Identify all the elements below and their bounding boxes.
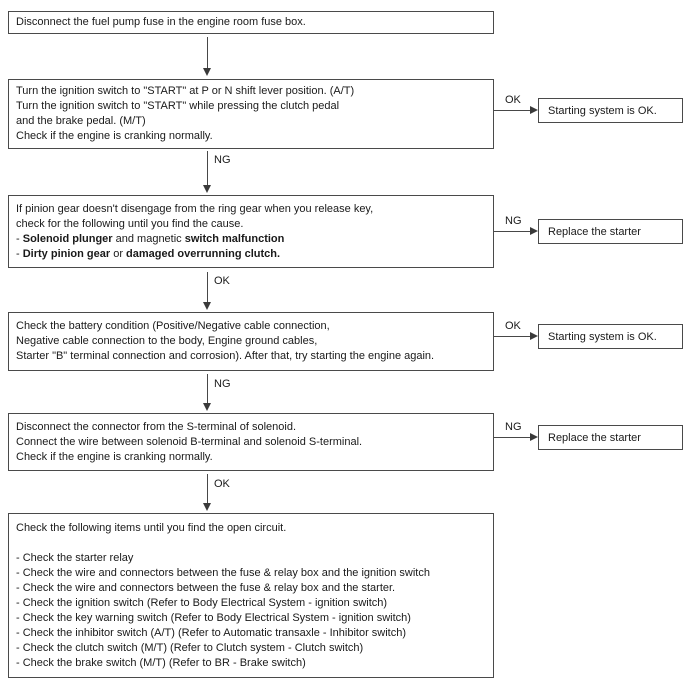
- connector-arrow-line: [494, 231, 530, 232]
- step-line: Check if the engine is cranking normally…: [16, 130, 213, 142]
- check-item: - Check the clutch switch (M/T) (Refer t…: [16, 641, 364, 654]
- connector-arrow-line: [494, 110, 530, 111]
- arrow-down-icon: [203, 185, 211, 193]
- step-line: Turn the ignition switch to "START" at P…: [16, 85, 355, 97]
- connector-arrow-line: [494, 336, 530, 337]
- arrow-right-icon: [530, 106, 538, 114]
- connector-label-ok: OK: [505, 94, 521, 106]
- step-line: Disconnect the fuel pump fuse in the eng…: [16, 16, 306, 28]
- step-box-ignition-start: Turn the ignition switch to "START" at P…: [8, 79, 494, 149]
- step-line: and the brake pedal. (M/T): [16, 115, 146, 127]
- connector-arrow-line: [494, 437, 530, 438]
- check-item: - Check the starter relay: [16, 551, 134, 564]
- arrow-right-icon: [530, 227, 538, 235]
- step-line: Check if the engine is cranking normally…: [16, 450, 213, 463]
- connector-label-ok: OK: [505, 320, 521, 332]
- flow-arrow-line: [207, 474, 208, 504]
- step-line: Check the following items until you find…: [16, 521, 287, 534]
- arrow-right-icon: [530, 332, 538, 340]
- blank-line: [16, 536, 489, 551]
- step-box-open-circuit-checks: Check the following items until you find…: [8, 513, 494, 678]
- step-line: Negative cable connection to the body, E…: [16, 335, 318, 347]
- arrow-label-ng: NG: [214, 154, 231, 166]
- arrow-down-icon: [203, 68, 211, 76]
- flow-arrow-line: [207, 272, 208, 303]
- step-box-battery-condition: Check the battery condition (Positive/Ne…: [8, 312, 494, 371]
- step-line: Starter "B" terminal connection and corr…: [16, 350, 435, 362]
- step-line: If pinion gear doesn't disengage from th…: [16, 202, 374, 215]
- arrow-label-ng: NG: [214, 378, 231, 390]
- step-line: Disconnect the connector from the S-term…: [16, 420, 297, 433]
- step-line: check for the following until you find t…: [16, 217, 244, 230]
- step-line: Connect the wire between solenoid B-term…: [16, 435, 363, 448]
- step-box-fuel-pump-fuse: Disconnect the fuel pump fuse in the eng…: [8, 11, 494, 34]
- step-line: - Dirty pinion gear or damaged overrunni…: [16, 247, 281, 260]
- result-box-starting-ok: Starting system is OK.: [538, 324, 683, 349]
- flow-arrow-line: [207, 151, 208, 186]
- arrow-down-icon: [203, 403, 211, 411]
- check-item: - Check the ignition switch (Refer to Bo…: [16, 596, 388, 609]
- step-line: Check the battery condition (Positive/Ne…: [16, 320, 330, 332]
- arrow-label-ok: OK: [214, 275, 230, 287]
- check-item: - Check the key warning switch (Refer to…: [16, 611, 411, 624]
- result-box-replace-starter: Replace the starter: [538, 219, 683, 244]
- step-box-pinion-gear: If pinion gear doesn't disengage from th…: [8, 195, 494, 268]
- result-box-starting-ok: Starting system is OK.: [538, 98, 683, 123]
- step-line: - Solenoid plunger and magnetic switch m…: [16, 232, 285, 245]
- result-box-replace-starter: Replace the starter: [538, 425, 683, 450]
- arrow-down-icon: [203, 302, 211, 310]
- check-item: - Check the wire and connectors between …: [16, 581, 396, 594]
- check-item: - Check the inhibitor switch (A/T) (Refe…: [16, 626, 407, 639]
- connector-label-ng: NG: [505, 215, 522, 227]
- step-box-solenoid-terminal: Disconnect the connector from the S-term…: [8, 413, 494, 471]
- check-item: - Check the wire and connectors between …: [16, 566, 430, 579]
- arrow-down-icon: [203, 503, 211, 511]
- connector-label-ng: NG: [505, 421, 522, 433]
- step-line: Turn the ignition switch to "START" whil…: [16, 100, 340, 112]
- check-item: - Check the brake switch (M/T) (Refer to…: [16, 656, 306, 669]
- flow-arrow-line: [207, 37, 208, 69]
- arrow-right-icon: [530, 433, 538, 441]
- flow-arrow-line: [207, 374, 208, 404]
- arrow-label-ok: OK: [214, 478, 230, 490]
